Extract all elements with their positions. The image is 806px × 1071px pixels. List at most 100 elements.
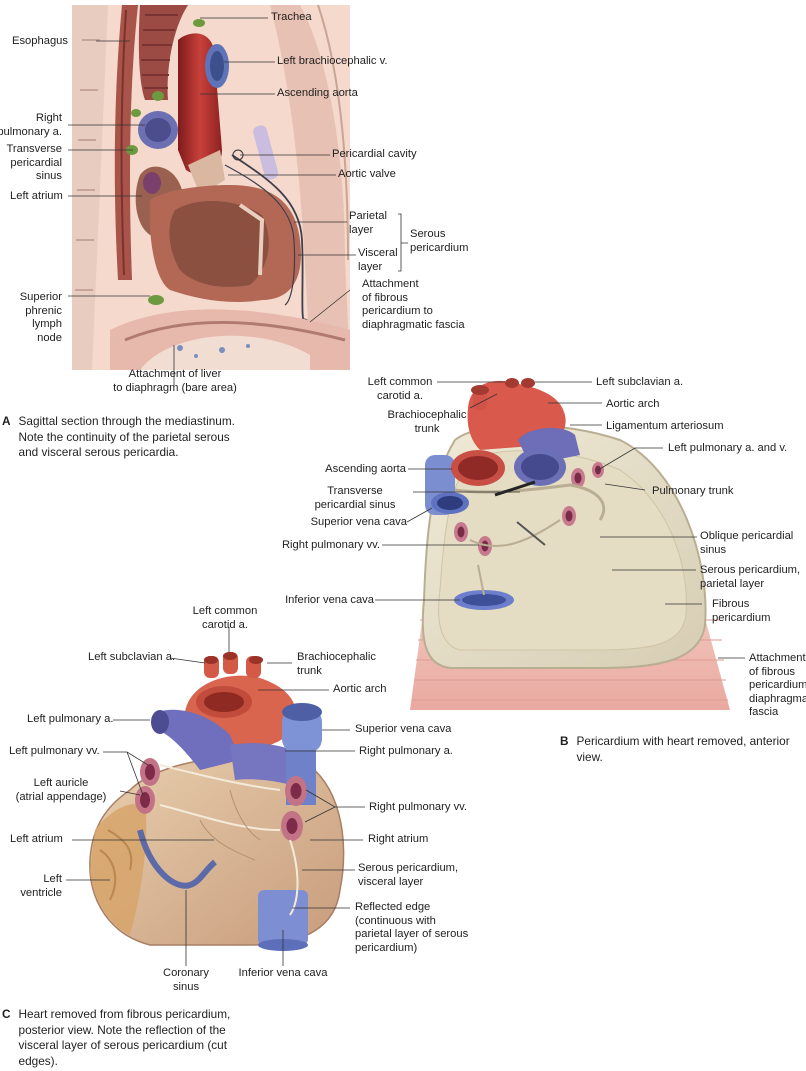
label-line: to diaphragm (bare area) [113, 381, 237, 394]
label-line: visceral layer [358, 875, 424, 888]
label-line: sinus [172, 980, 200, 993]
label-b-ascending-aorta: Ascending aorta [325, 463, 406, 475]
label-line: Visceral [358, 247, 398, 259]
label-line: ventricle [20, 886, 62, 899]
label-c-left-pulmonary-vv: Left pulmonary vv. [9, 745, 100, 757]
label-line: Left auricle [33, 777, 89, 789]
label-line: Left common [192, 605, 258, 617]
label-c-brachiocephalic-trunk: Brachiocephalic trunk [297, 651, 376, 678]
label-c-left-subclavian: Left subclavian a. [88, 651, 176, 663]
label-c-coronary-sinus: Coronary sinus [146, 967, 226, 994]
label-line: trunk [297, 664, 322, 677]
label-line: parietal layer of serous [355, 928, 469, 940]
label-line: phrenic [25, 304, 62, 317]
label-line: pericardium to [362, 305, 433, 317]
label-line: pulmonary a. [0, 125, 62, 138]
label-c-right-atrium: Right atrium [368, 833, 429, 845]
label-line: Attachment [362, 278, 419, 290]
label-attachment-fibrous-pericardium: Attachment of fibrous pericardium to dia… [362, 278, 465, 332]
label-line: carotid a. [376, 389, 424, 402]
caption-line: edges). [18, 1053, 58, 1068]
label-line: (atrial appendage) [15, 790, 107, 803]
caption-line: view. [576, 749, 603, 764]
label-b-serous-parietal: Serous pericardium, parietal layer [700, 564, 800, 591]
label-left-atrium: Left atrium [10, 190, 63, 202]
label-line: pericardium) [355, 941, 418, 954]
label-line: pericardial sinus [314, 498, 396, 511]
label-line: Serous pericardium, [358, 862, 459, 874]
label-b-attachment: Attachment of fibrous pericardium to dia… [749, 652, 806, 720]
label-b-pulmonary-trunk: Pulmonary trunk [652, 485, 734, 497]
label-line: Oblique pericardial [700, 530, 794, 542]
label-line: diaphragmatic [749, 692, 806, 705]
label-line: fascia [749, 706, 779, 718]
panel-c-illustration [66, 627, 365, 966]
label-superior-phrenic-lymph-node: Superior phrenic lymph node [20, 291, 62, 345]
label-line: sinus [700, 543, 727, 556]
label-line: trunk [414, 422, 440, 435]
panel-a-illustration [68, 4, 408, 385]
label-line: Serous pericardium, [700, 564, 801, 576]
label-serous-pericardium: Serous pericardium [410, 228, 468, 255]
label-c-left-common-carotid: Left common carotid a. [180, 605, 270, 632]
label-line: Right [35, 112, 62, 124]
label-ascending-aorta: Ascending aorta [277, 87, 358, 99]
label-line: Reflected edge [355, 901, 431, 913]
label-line: carotid a. [201, 618, 249, 631]
label-c-inferior-vena-cava: Inferior vena cava [238, 967, 328, 979]
label-line: Coronary [162, 967, 209, 979]
label-aortic-valve: Aortic valve [338, 168, 396, 180]
label-b-inferior-vena-cava: Inferior vena cava [285, 594, 374, 606]
label-esophagus: Esophagus [12, 35, 68, 47]
label-line: Attachment of liver [128, 368, 222, 380]
label-line: Attachment [749, 652, 806, 664]
label-line: Left [43, 873, 62, 885]
label-c-left-atrium: Left atrium [10, 833, 63, 845]
label-line: Transverse [6, 143, 62, 155]
label-trachea: Trachea [271, 11, 312, 23]
label-line: Left common [367, 376, 433, 388]
label-b-superior-vena-cava: Superior vena cava [310, 516, 407, 528]
label-line: sinus [35, 170, 62, 182]
caption-letter: C [2, 1007, 11, 1021]
label-line: Transverse [327, 485, 383, 497]
label-c-serous-visceral: Serous pericardium, visceral layer [358, 862, 458, 889]
caption-line: Heart removed from fibrous pericardium, [18, 1007, 231, 1021]
panel-b-illustration [375, 378, 745, 710]
caption-line: Note the continuity of the parietal sero… [18, 429, 230, 444]
caption-a: A Sagittal section through the mediastin… [2, 414, 272, 461]
label-b-ligamentum-arteriosum: Ligamentum arteriosum [606, 420, 724, 432]
label-line: layer [358, 260, 383, 273]
label-line: Serous [410, 228, 446, 240]
label-b-oblique-sinus: Oblique pericardial sinus [700, 530, 793, 557]
caption-line: Sagittal section through the mediastinum… [18, 414, 235, 428]
label-line: of fibrous [749, 665, 796, 678]
label-line: pericardial [10, 156, 62, 169]
label-parietal-layer: Parietal layer [349, 210, 387, 237]
label-c-superior-vena-cava: Superior vena cava [355, 723, 452, 735]
label-line: layer [349, 223, 374, 236]
label-line: (continuous with [355, 914, 436, 927]
label-line: of fibrous [362, 291, 409, 304]
label-b-left-pulmonary-av: Left pulmonary a. and v. [668, 442, 788, 454]
label-c-reflected-edge: Reflected edge (continuous with parietal… [355, 901, 468, 955]
label-c-left-pulmonary-a: Left pulmonary a. [27, 713, 114, 725]
label-line: diaphragmatic fascia [362, 318, 465, 331]
label-b-brachiocephalic-trunk: Brachiocephalic trunk [382, 409, 472, 436]
caption-line: Pericardium with heart removed, anterior [576, 734, 790, 748]
label-b-aortic-arch: Aortic arch [606, 398, 660, 410]
caption-letter: B [560, 734, 569, 748]
caption-c: C Heart removed from fibrous pericardium… [2, 1007, 272, 1069]
label-transverse-pericardial-sinus: Transverse pericardial sinus [6, 143, 62, 184]
label-line: pericardium [712, 611, 771, 624]
label-c-left-auricle: Left auricle (atrial appendage) [2, 777, 120, 804]
label-c-right-pulmonary-vv: Right pulmonary vv. [369, 801, 468, 813]
label-visceral-layer: Visceral layer [358, 247, 398, 274]
caption-line: posterior view. Note the reflection of t… [18, 1022, 226, 1037]
caption-line: visceral layer of serous pericardium (cu… [18, 1038, 228, 1052]
caption-letter: A [2, 414, 11, 428]
label-line: node [37, 331, 62, 344]
label-b-transverse-sinus: Transverse pericardial sinus [295, 485, 415, 512]
label-left-brachiocephalic-v: Left brachiocephalic v. [277, 55, 388, 67]
